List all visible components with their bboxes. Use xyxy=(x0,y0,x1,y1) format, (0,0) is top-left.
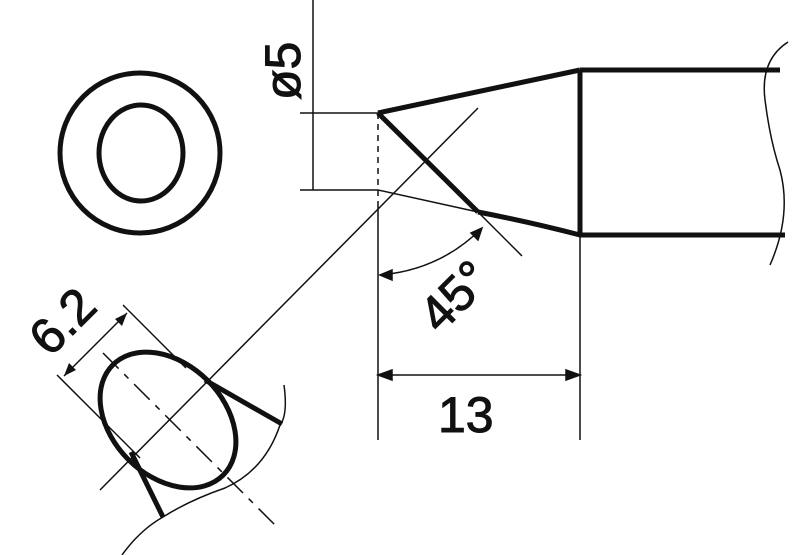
angle-dimension xyxy=(377,205,484,440)
end-view-outer-circle xyxy=(57,70,223,236)
face-width-label: 6.2 xyxy=(18,277,107,366)
side-view xyxy=(376,41,789,266)
angle-label: 45° xyxy=(408,250,501,343)
end-view-inner-ellipse xyxy=(96,102,186,204)
length-label: 13 xyxy=(438,387,494,443)
diameter-dimension xyxy=(300,0,479,213)
face-centerline xyxy=(102,352,278,528)
face-view xyxy=(56,107,479,555)
break-line xyxy=(763,41,789,266)
tip-bevel-face xyxy=(376,111,480,214)
projection-line xyxy=(99,107,479,491)
length-dimension xyxy=(375,235,583,440)
end-view xyxy=(57,70,223,236)
diameter-label: ø5 xyxy=(255,42,311,100)
tip-top-edge xyxy=(377,67,581,116)
bevel-extension xyxy=(477,211,523,257)
face-break-curve xyxy=(121,384,287,555)
tip-bottom-taper xyxy=(477,209,581,238)
